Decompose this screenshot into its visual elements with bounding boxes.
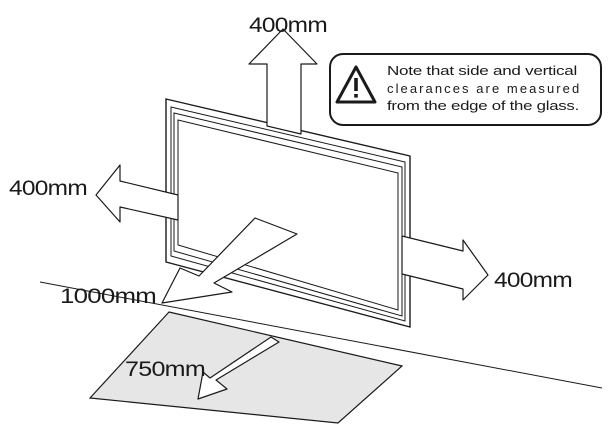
right-clearance-arrow: [401, 235, 489, 301]
note-line-2: clearances are measured: [387, 81, 579, 96]
note-line-3: from the edge of the glass.: [387, 98, 579, 113]
front-clearance-label: 1000mm: [60, 285, 156, 308]
front-clearance-arrow: [161, 217, 298, 304]
hearth-depth-label: 750mm: [125, 358, 205, 381]
floor-line: [39, 281, 603, 389]
top-clearance-label: 400mm: [249, 14, 327, 37]
left-clearance-label: 400mm: [9, 177, 87, 200]
right-clearance-label: 400mm: [494, 269, 572, 292]
note-line-1: Note that side and vertical: [387, 63, 577, 78]
warning-icon: [335, 65, 377, 104]
note-box: Note that side and vertical clearances a…: [329, 53, 602, 126]
left-clearance-arrow: [95, 164, 179, 223]
hearth-depth-arrow: [197, 336, 280, 400]
top-clearance-arrow: [248, 28, 318, 135]
hearth-area: [88, 311, 404, 424]
